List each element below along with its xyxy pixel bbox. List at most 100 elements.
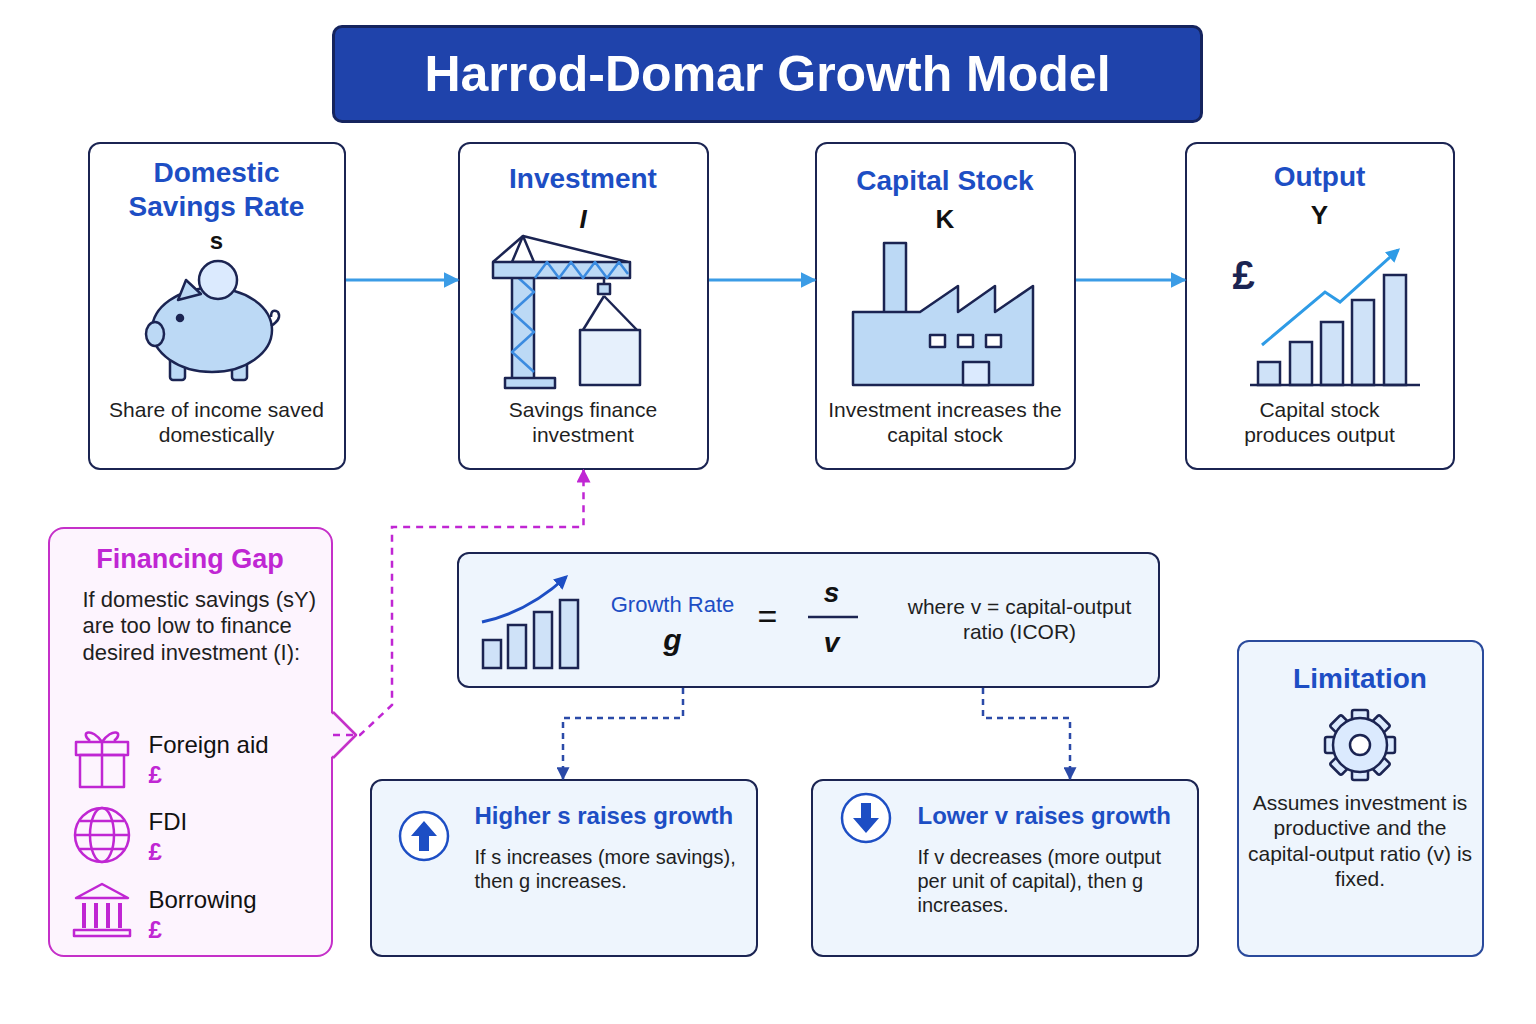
formula-box: Growth Rateg=svwhere v = capital-output … [457, 552, 1160, 688]
gift-bow [86, 732, 118, 742]
box-description: Assumes investment is productive and the… [1247, 790, 1474, 892]
gear-tooth [1369, 754, 1390, 775]
flow-connector [346, 279, 458, 282]
funding-source: Foreign aid [149, 730, 324, 759]
variable-symbol: Y [1185, 200, 1455, 232]
box-description: Capital stock produces output [1220, 397, 1420, 448]
crane-peak [512, 236, 534, 262]
title-banner: Harrod-Domar Growth Model [332, 25, 1203, 123]
factory-icon [853, 243, 1033, 385]
gift-box [80, 755, 124, 787]
piggy-eye [177, 315, 183, 321]
box-description: Share of income saved domestically [102, 397, 332, 448]
gear-body [1333, 718, 1387, 772]
globe-meridian [90, 808, 114, 862]
bank-base [74, 930, 130, 936]
trend-arrow [1262, 250, 1398, 345]
gear-tooth [1330, 715, 1351, 736]
gear-tooth [1330, 754, 1351, 775]
gear-tooth [1369, 715, 1390, 736]
bank-column [82, 903, 86, 928]
chart-bar [1290, 342, 1312, 385]
gift-ribbon [101, 742, 104, 787]
crane-mast [512, 262, 534, 380]
piggy-tail [271, 311, 279, 326]
box-heading: Capital Stock [815, 164, 1076, 198]
gear-tooth [1352, 710, 1368, 724]
variable-symbol: K [815, 204, 1076, 236]
flow-connector [1076, 279, 1185, 282]
crane-sling [604, 296, 637, 330]
diagram-title: Harrod-Domar Growth Model [424, 45, 1110, 103]
chart-bar [1384, 275, 1406, 385]
globe-outline [75, 808, 129, 862]
chart-bar [534, 612, 552, 668]
formula-label: Growth Rate [603, 592, 743, 619]
chart-axis [1250, 384, 1420, 387]
currency-symbol: £ [589, 341, 629, 373]
currency-symbol: £ [149, 837, 189, 866]
variable-symbol: s [812, 576, 852, 610]
effect-box: Lower v raises growth If v decreases (mor… [811, 779, 1199, 957]
factory-chimney [884, 243, 906, 315]
variable-symbol: I [458, 204, 709, 236]
down-arrow-circle [842, 794, 890, 842]
trend-arrow [482, 577, 566, 622]
equals-sign: = [748, 596, 788, 637]
chart-bar [508, 625, 526, 668]
effect-box: Higher s raises growthIf s increases (mo… [370, 779, 758, 957]
callout-box: Financing Gap If domestic savings (sY) ar… [48, 527, 333, 957]
crane-sling [583, 296, 604, 330]
flow-box: Domestic Savings Rates£Share of income s… [88, 142, 346, 470]
piggy-snout [146, 322, 164, 346]
piggy-body [152, 288, 272, 372]
box-heading: Limitation [1237, 662, 1484, 696]
gear-tooth [1325, 737, 1339, 753]
globe-icon [75, 808, 129, 862]
up-arrow-circle [400, 812, 448, 860]
crane-cable [523, 236, 628, 262]
currency-symbol: £ [861, 327, 915, 368]
down-arrow [853, 803, 879, 833]
fraction-bar [808, 616, 858, 619]
chart-bar [483, 640, 501, 668]
box-description: If v decreases (more output per unit of … [918, 845, 1190, 918]
box-heading: Higher s raises growth [475, 801, 753, 830]
box-description: Savings finance investment [468, 397, 699, 448]
gift-lid [76, 742, 128, 755]
funding-source: FDI [149, 807, 324, 836]
flow-connector [983, 688, 1070, 779]
currency-symbol: £ [1214, 251, 1274, 300]
crane-base [505, 378, 555, 388]
callout-heading: Financing Gap [48, 543, 333, 576]
variable-symbol: v [812, 626, 852, 660]
crane-hook [598, 284, 610, 294]
box-heading: Investment [458, 162, 709, 196]
crate [580, 330, 640, 385]
bank-column [94, 903, 98, 928]
piggy-leg [170, 352, 185, 380]
currency-symbol: £ [149, 760, 189, 789]
factory-door [963, 362, 989, 385]
flow-connector [709, 279, 815, 282]
factory-window [986, 335, 1001, 347]
box-description: Investment increases the capital stock [825, 397, 1066, 448]
crane-lattice [512, 272, 534, 372]
globe-latitude [80, 848, 124, 851]
callout-description: If domestic savings (sY) are too low to … [83, 587, 321, 667]
gift-icon [76, 732, 128, 787]
funding-source: Borrowing [149, 885, 324, 914]
growth-chart-icon [482, 577, 578, 668]
flow-box: Capital StockK £ Investment increases the … [815, 142, 1076, 470]
crane-cable [493, 236, 523, 262]
crane-lattice [535, 262, 628, 278]
box-heading: Lower v raises growth [918, 801, 1194, 830]
gear-tooth [1381, 737, 1395, 753]
box-heading: Output [1185, 160, 1455, 194]
currency-symbol: £ [149, 915, 189, 944]
up-arrow [411, 821, 437, 851]
variable-symbol: g [603, 622, 743, 659]
factory-window [958, 335, 973, 347]
